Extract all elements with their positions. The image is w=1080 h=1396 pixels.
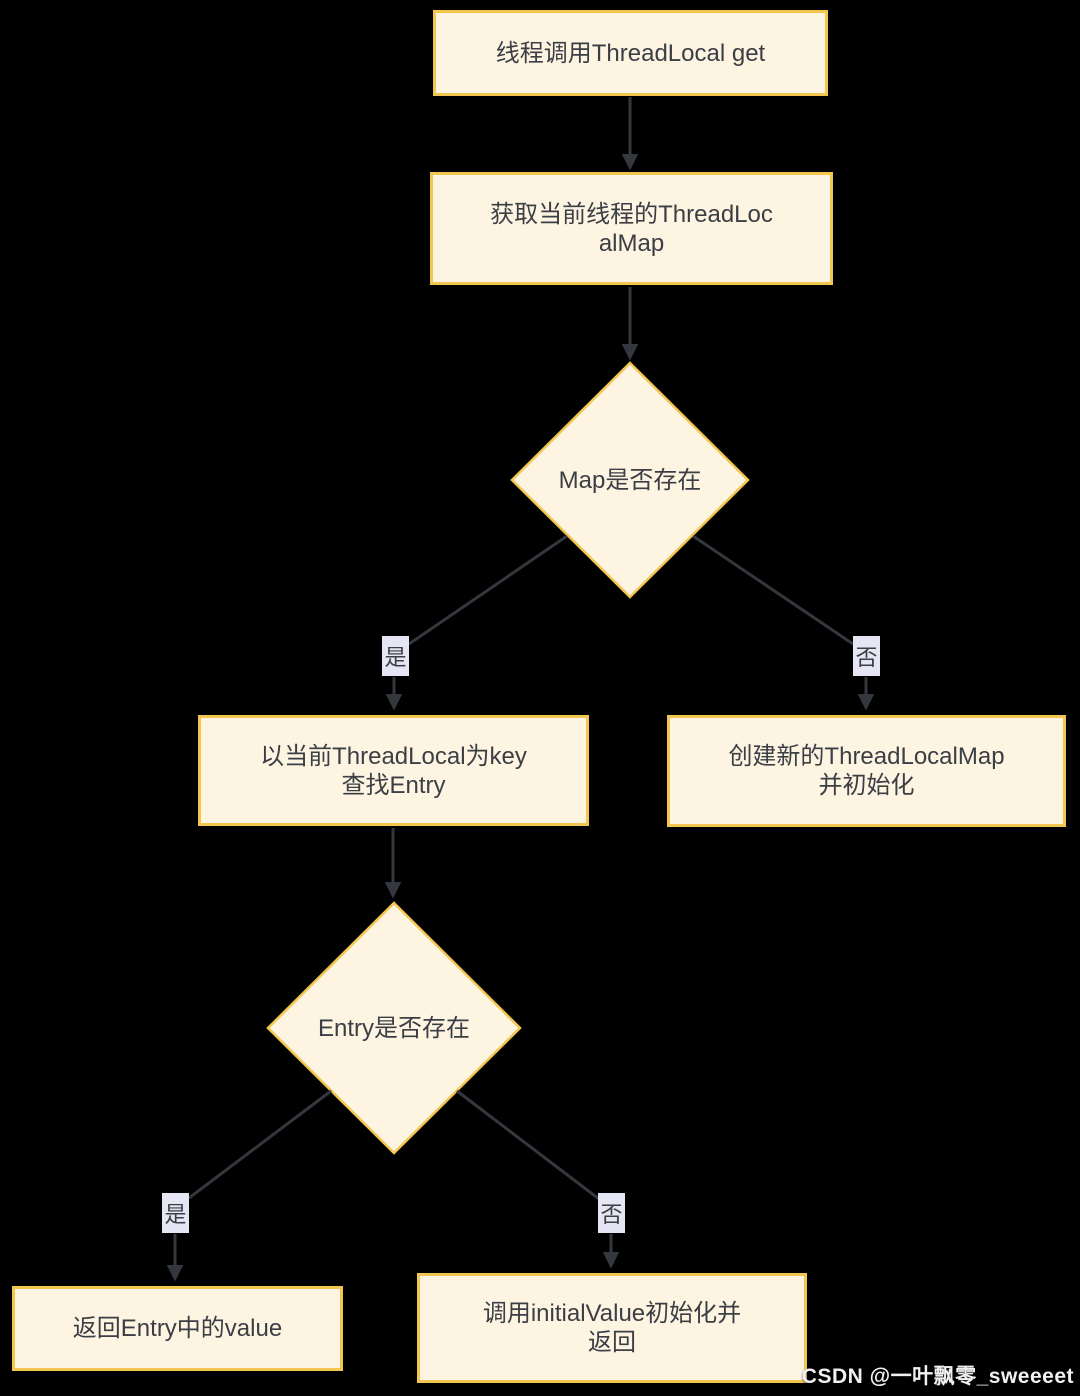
edge-mapexists-yes-diagonal [408,534,568,646]
node-get-threadlocalmap: 获取当前线程的ThreadLoc alMap [430,172,833,285]
watermark: CSDN @一叶飘零_sweeeet [801,1365,1074,1388]
node-start: 线程调用ThreadLocal get [433,10,828,96]
edge-label-entry-no: 否 [598,1193,625,1233]
edge-label-map-yes: 是 [382,636,409,676]
edge-entryexists-yes-diagonal [188,1089,332,1200]
edge-label-entry-yes: 是 [162,1193,189,1233]
node-return-entry-value: 返回Entry中的value [12,1286,343,1371]
decision-map-exists-label: Map是否存在 [558,467,702,494]
decision-entry-exists-label: Entry是否存在 [317,1015,470,1042]
node-call-initialvalue: 调用initialValue初始化并 返回 [417,1273,807,1383]
decision-entry-exists-shape [266,901,522,1155]
node-create-threadlocalmap: 创建新的ThreadLocalMap 并初始化 [667,715,1066,827]
decision-map-exists-shape [510,361,750,599]
node-find-entry: 以当前ThreadLocal为key 查找Entry [198,715,589,826]
edge-label-map-no: 否 [853,636,880,676]
edge-entryexists-no-diagonal [456,1089,600,1201]
edge-mapexists-no-diagonal [692,534,854,646]
